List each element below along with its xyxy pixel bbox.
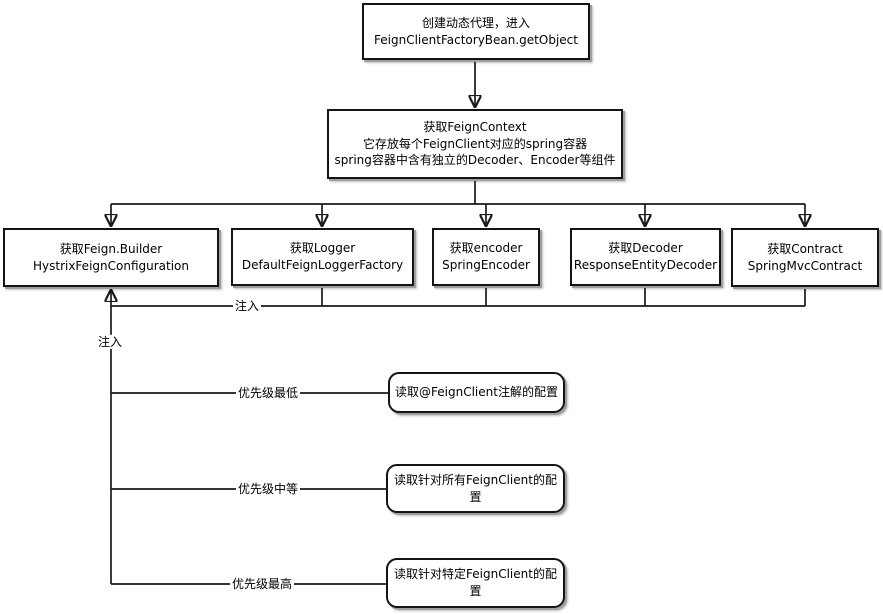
node-config-all-line1: 读取针对所有FeignClient的配 bbox=[394, 472, 557, 487]
node-feign-context-line3: spring容器中含有独立的Decoder、Encoder等组件 bbox=[334, 153, 616, 168]
node-create-proxy-line2: FeignClientFactoryBean.getObject bbox=[374, 32, 578, 47]
node-feign-context-line1: 获取FeignContext bbox=[423, 119, 527, 134]
node-feign-builder: 获取Feign.Builder HystrixFeignConfiguratio… bbox=[3, 228, 219, 287]
edge-label-priority-medium: 优先级中等 bbox=[235, 481, 301, 497]
edge-label-inject-row: 注入 bbox=[232, 298, 262, 314]
node-logger-line1: 获取Logger bbox=[289, 241, 356, 256]
node-encoder-line1: 获取encoder bbox=[449, 241, 523, 256]
edge-label-inject-vertical: 注入 bbox=[95, 334, 125, 350]
node-feign-builder-line2: HystrixFeignConfiguration bbox=[32, 258, 190, 273]
node-logger-line2: DefaultFeignLoggerFactory bbox=[241, 258, 404, 272]
edge-label-priority-lowest: 优先级最低 bbox=[235, 385, 301, 401]
node-encoder-line2: SpringEncoder bbox=[442, 258, 530, 272]
node-contract: 获取Contract SpringMvcContract bbox=[731, 228, 879, 287]
node-decoder-line1: 获取Decoder bbox=[608, 241, 683, 256]
node-contract-line2: SpringMvcContract bbox=[747, 258, 863, 273]
node-feign-context-line2: 它存放每个FeignClient对应的spring容器 bbox=[362, 136, 588, 151]
node-decoder-line2: ResponseEntityDecoder bbox=[573, 258, 718, 272]
node-contract-line1: 获取Contract bbox=[767, 241, 843, 256]
node-config-annotation: 读取@FeignClient注解的配置 bbox=[388, 372, 565, 413]
node-encoder: 获取encoder SpringEncoder bbox=[432, 228, 540, 286]
node-config-specific-line1: 读取针对特定FeignClient的配 bbox=[394, 567, 557, 582]
node-config-all: 读取针对所有FeignClient的配 置 bbox=[386, 464, 565, 513]
edge-label-priority-highest: 优先级最高 bbox=[229, 576, 295, 592]
node-config-annotation-line1: 读取@FeignClient注解的配置 bbox=[395, 385, 558, 400]
node-decoder: 获取Decoder ResponseEntityDecoder bbox=[570, 228, 721, 286]
node-logger: 获取Logger DefaultFeignLoggerFactory bbox=[231, 228, 414, 286]
node-config-all-line2: 置 bbox=[469, 489, 482, 504]
node-feign-builder-line1: 获取Feign.Builder bbox=[59, 241, 163, 256]
node-config-specific-line2: 置 bbox=[469, 584, 482, 598]
node-feign-context: 获取FeignContext 它存放每个FeignClient对应的spring… bbox=[327, 109, 623, 179]
node-create-proxy-line1: 创建动态代理，进入 bbox=[421, 15, 530, 30]
node-create-proxy: 创建动态代理，进入 FeignClientFactoryBean.getObje… bbox=[362, 3, 590, 60]
node-config-specific: 读取针对特定FeignClient的配 置 bbox=[386, 558, 565, 608]
